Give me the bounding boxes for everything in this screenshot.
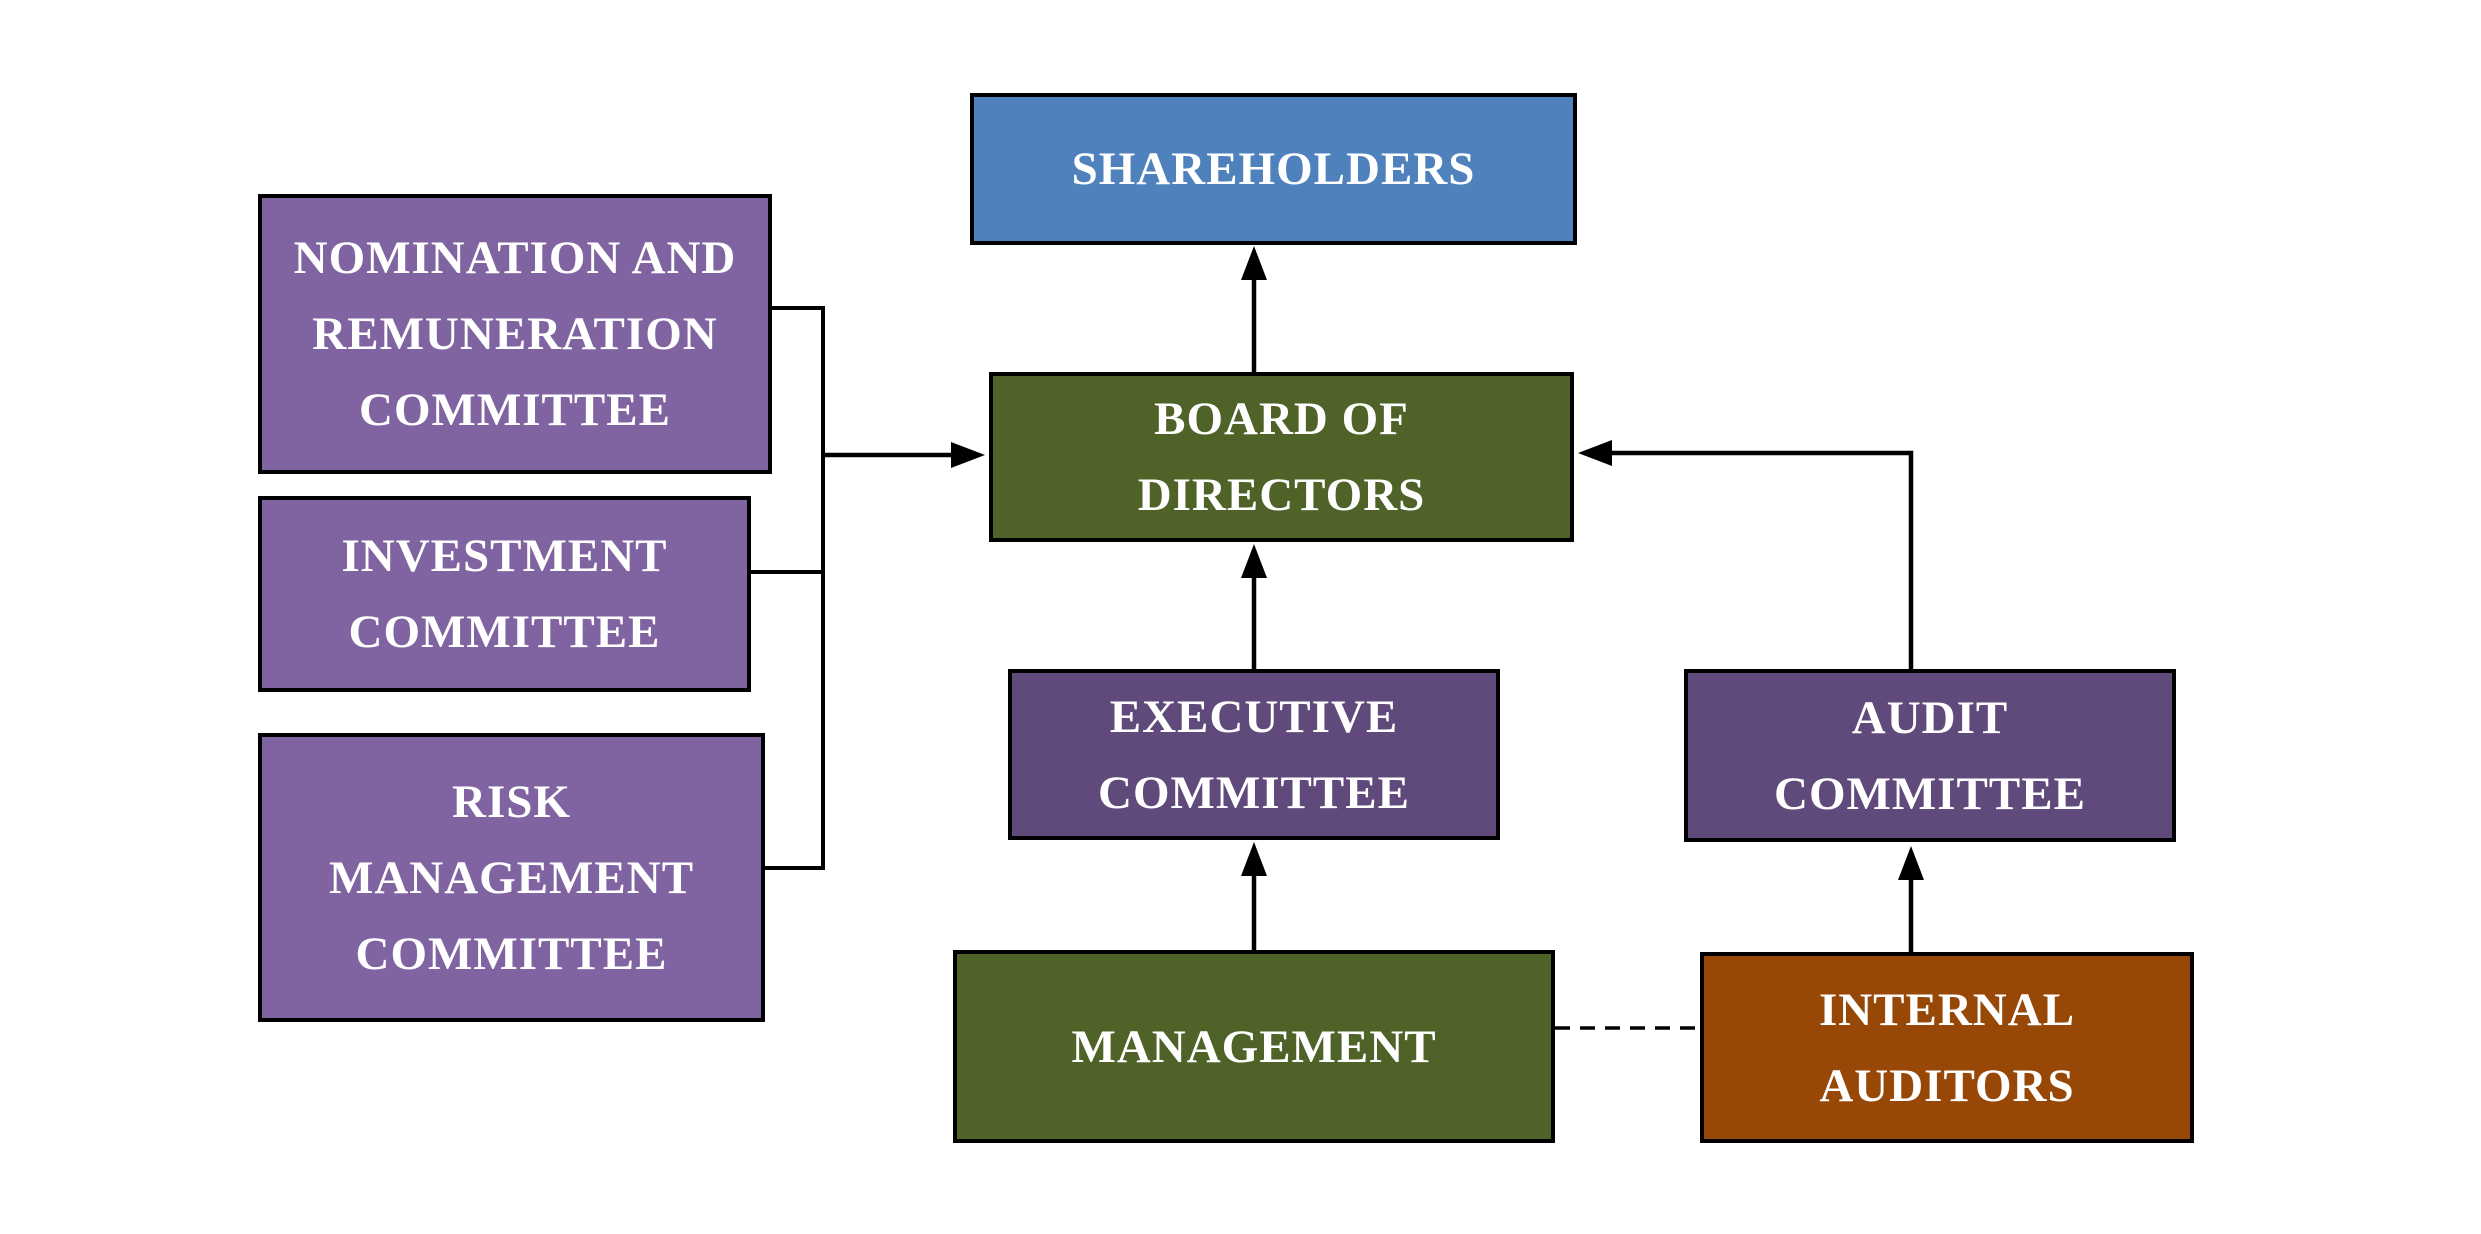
box-audit-committee: AUDIT COMMITTEE — [1684, 669, 2176, 842]
box-management: MANAGEMENT — [953, 950, 1555, 1143]
box-shareholders: SHAREHOLDERS — [970, 93, 1577, 245]
box-label: AUDITORS — [1819, 1059, 2075, 1112]
arrow-board-to-shareholders-head — [1241, 246, 1267, 280]
box-label: COMMITTEE — [348, 606, 661, 658]
box-label: COMMITTEE — [1774, 767, 2086, 820]
arrow-bus-to-board-head — [951, 442, 985, 468]
box-label: AUDIT — [1851, 691, 2009, 744]
arrow-executive-to-board-head — [1241, 544, 1267, 578]
box-risk-management-committee: RISK MANAGEMENT COMMITTEE — [258, 733, 765, 1022]
box-label: MANAGEMENT — [1071, 1020, 1437, 1073]
box-label: DIRECTORS — [1137, 469, 1426, 521]
box-label: REMUNERATION — [312, 308, 718, 360]
box-label: RISK — [452, 775, 571, 828]
arrow-internal-auditors-to-audit-head — [1898, 846, 1924, 880]
box-label: SHAREHOLDERS — [1071, 143, 1476, 195]
box-executive-committee: EXECUTIVE COMMITTEE — [1008, 669, 1500, 840]
box-label: NOMINATION AND — [293, 232, 737, 284]
arrow-audit-to-board-head — [1578, 440, 1612, 466]
arrow-audit-to-board-elbow — [1606, 450, 1914, 669]
box-label: BOARD OF — [1154, 393, 1409, 445]
box-board-of-directors: BOARD OF DIRECTORS — [989, 372, 1574, 542]
arrow-management-to-executive-head — [1241, 842, 1267, 876]
box-label: COMMITTEE — [355, 927, 668, 980]
box-nomination-remuneration-committee: NOMINATION AND REMUNERATION COMMITTEE — [258, 194, 772, 474]
box-label: INVESTMENT — [341, 530, 668, 582]
box-label: COMMITTEE — [1098, 766, 1410, 819]
box-label: EXECUTIVE — [1109, 690, 1399, 743]
box-internal-auditors: INTERNAL AUDITORS — [1700, 952, 2194, 1143]
box-label: INTERNAL — [1818, 983, 2076, 1036]
box-label: MANAGEMENT — [328, 851, 695, 904]
bus-left-committees — [765, 306, 825, 870]
box-investment-committee: INVESTMENT COMMITTEE — [258, 496, 751, 692]
box-label: COMMITTEE — [359, 384, 671, 436]
